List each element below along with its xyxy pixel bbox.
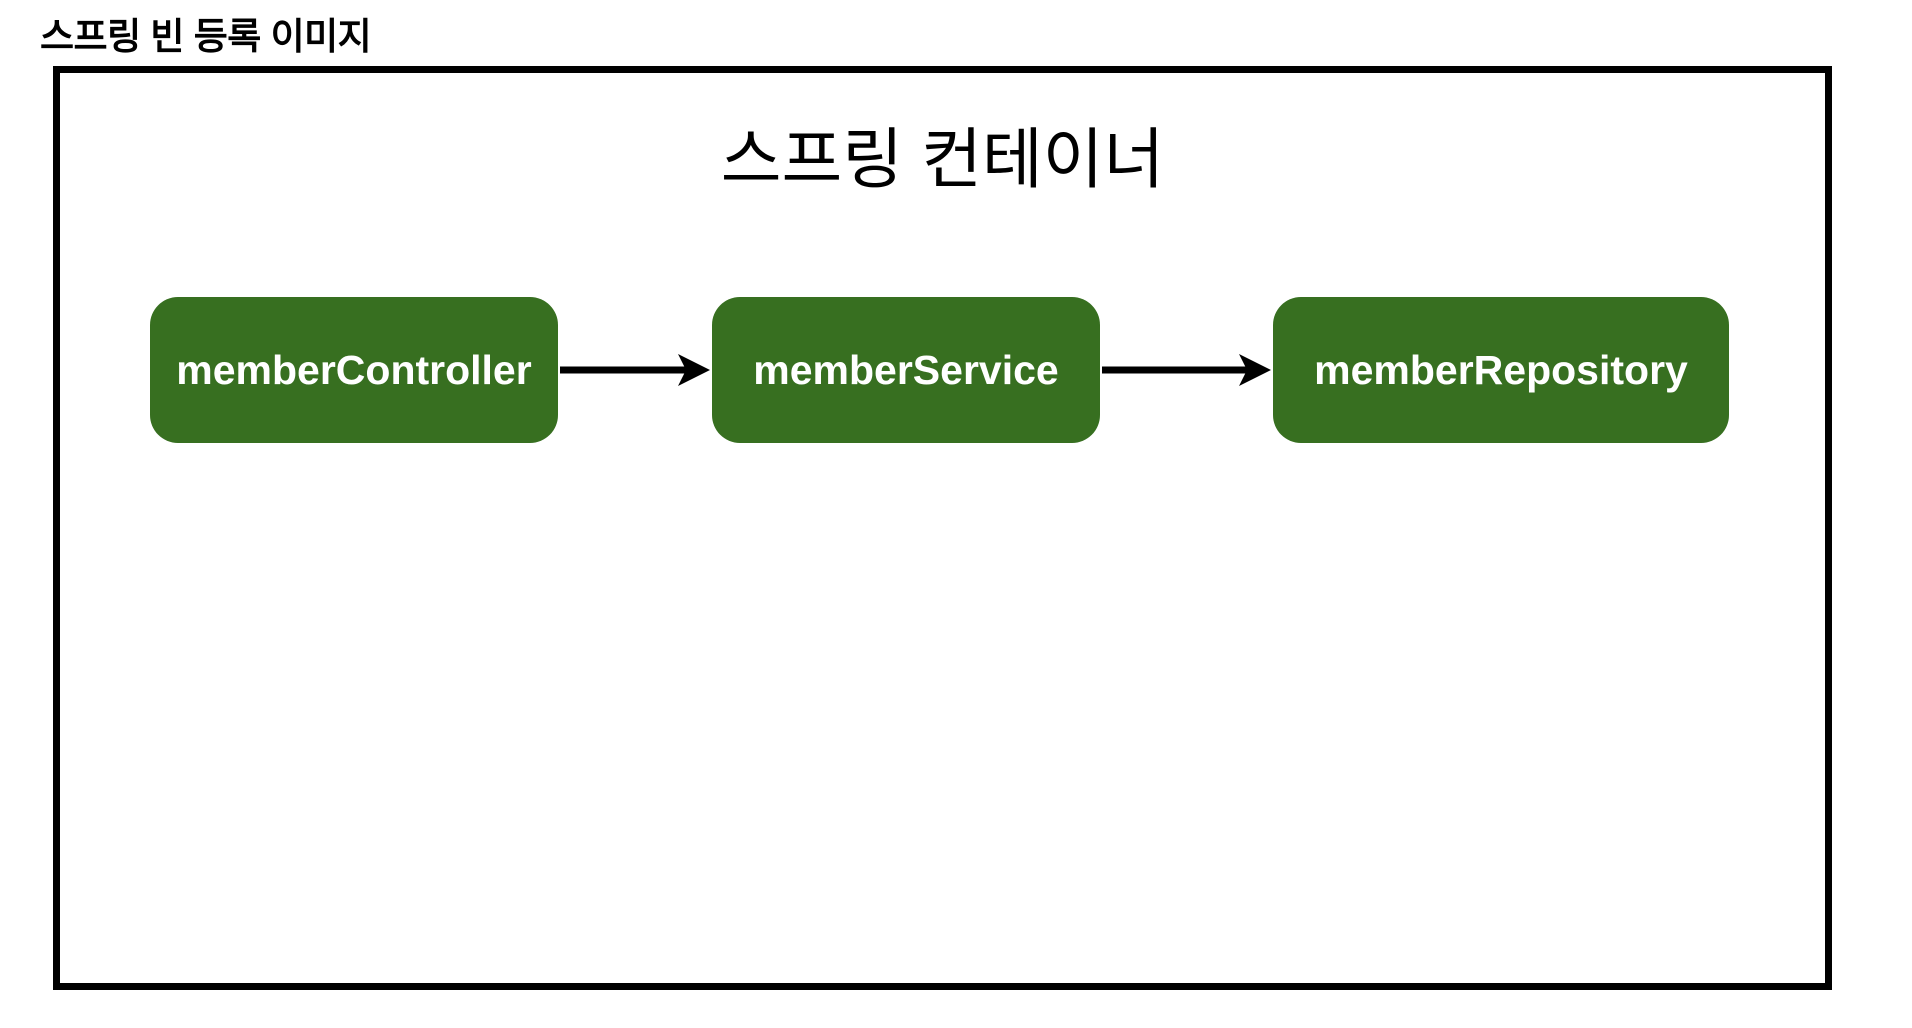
node-member-service: memberService [712,297,1100,443]
node-member-repository: memberRepository [1273,297,1729,443]
node-member-service-label: memberService [753,346,1059,393]
spring-container-box: 스프링 컨테이너 memberController memberService … [53,66,1832,990]
node-member-repository-label: memberRepository [1314,346,1688,393]
edge-layer [560,354,1271,386]
arrow-service-to-repository [1102,354,1271,386]
node-member-controller-label: memberController [176,346,532,393]
arrow-controller-to-service [560,354,710,386]
container-title: 스프링 컨테이너 [720,122,1165,196]
node-member-controller: memberController [150,297,558,443]
page-title: 스프링 빈 등록 이미지 [40,16,372,57]
